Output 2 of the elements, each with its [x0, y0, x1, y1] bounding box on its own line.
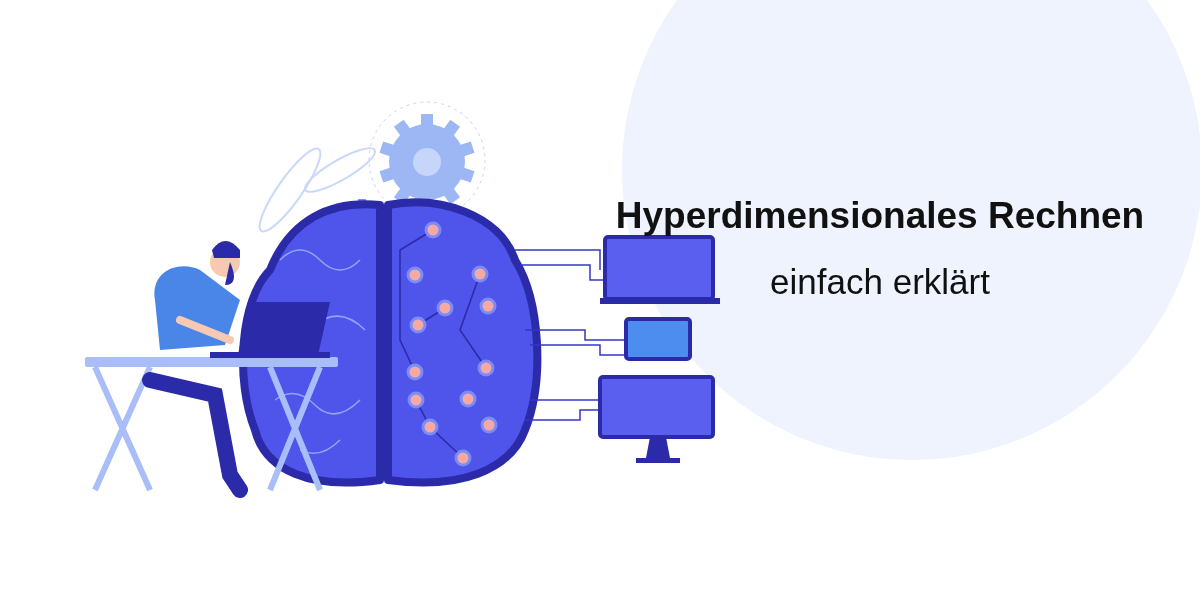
title: Hyperdimensionales Rechnen [615, 194, 1145, 238]
subtitle: einfach erklärt [770, 260, 990, 303]
